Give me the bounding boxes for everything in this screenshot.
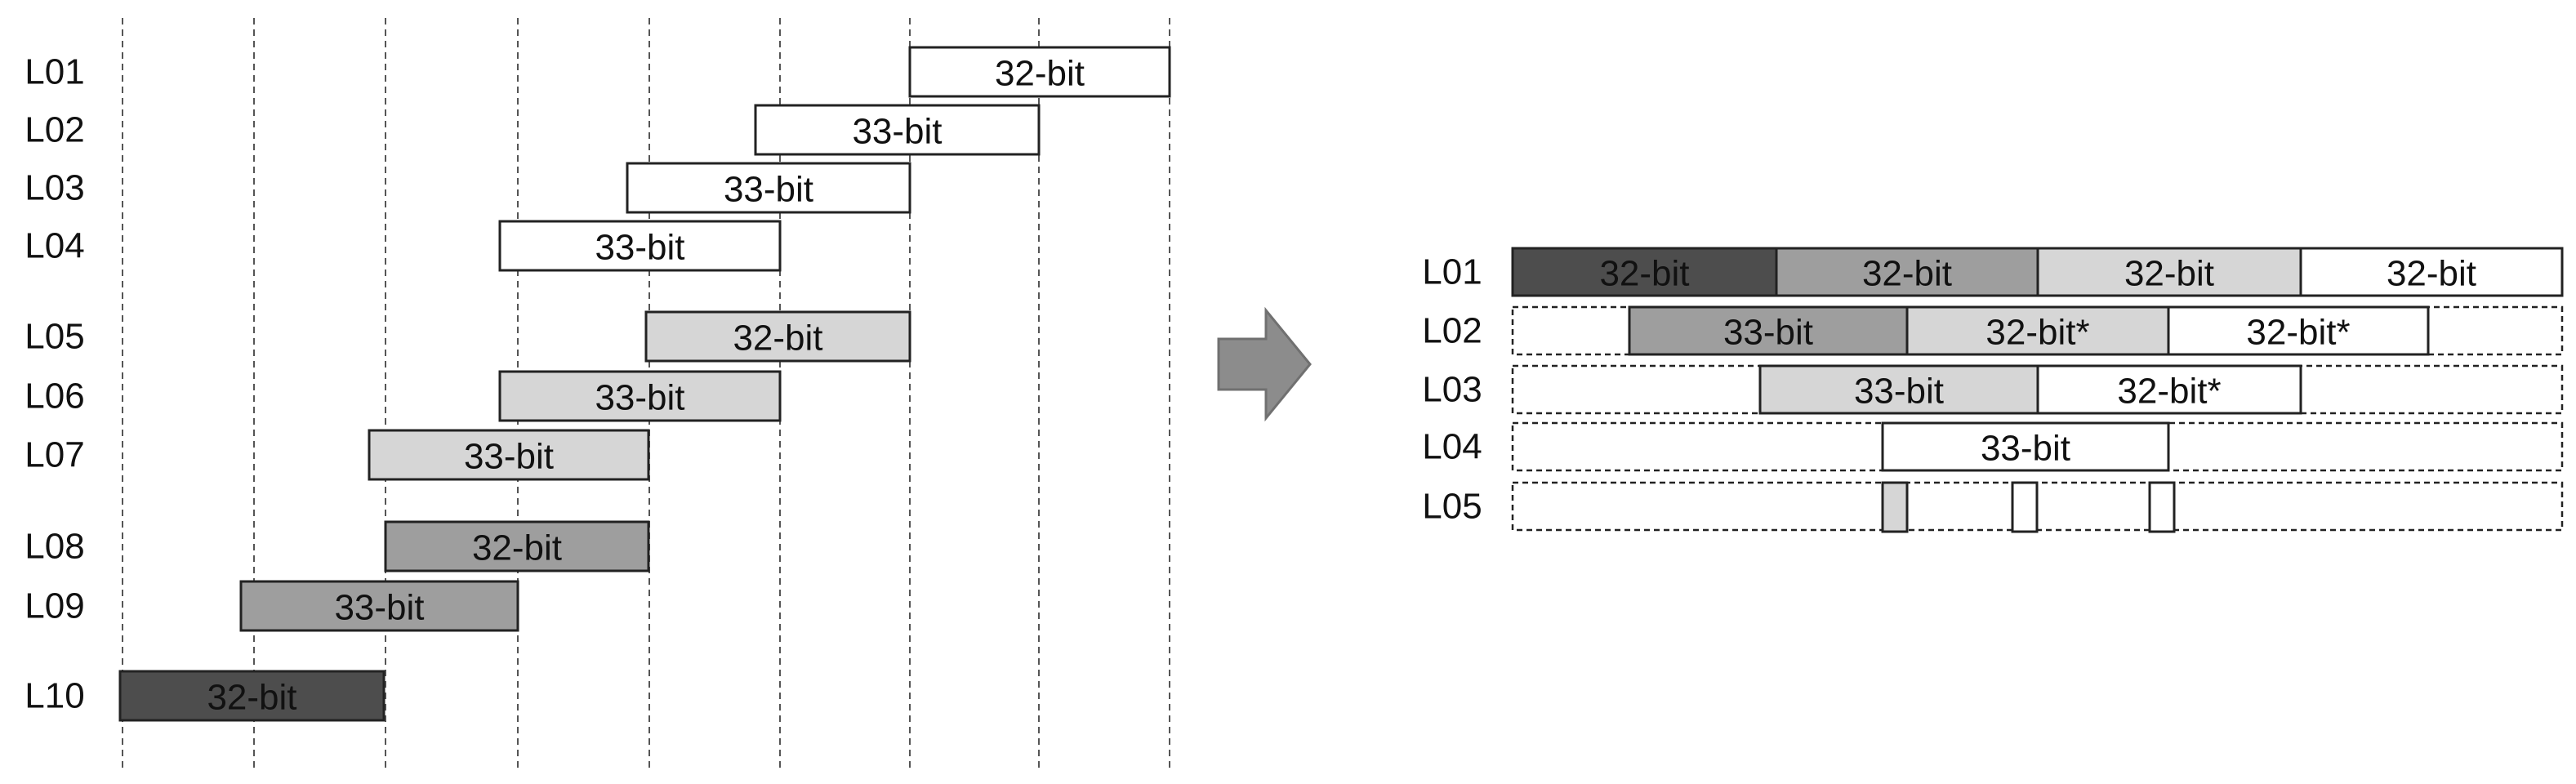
row-label: L03 <box>25 168 84 208</box>
bit-block: 32-bit <box>118 670 386 722</box>
row-label: L02 <box>1422 311 1482 351</box>
register-segment <box>2011 481 2039 533</box>
bit-block-label: 32-bit <box>207 678 296 718</box>
bit-block: 32-bit <box>908 46 1171 98</box>
bit-block-rect <box>239 580 519 632</box>
bit-block-rect <box>368 429 650 481</box>
bit-block: 33-bit <box>754 104 1041 156</box>
bit-block-rect <box>384 520 650 572</box>
bit-block-rect <box>118 670 386 722</box>
bit-block-label: 33-bit <box>464 437 554 477</box>
row-label: L05 <box>1422 487 1482 527</box>
register-row: 33-bit 32-bit* <box>1511 364 2564 415</box>
row-label: L01 <box>25 52 84 92</box>
row-label: L04 <box>1422 427 1482 467</box>
bit-block-label: 33-bit <box>852 112 942 152</box>
bit-block: 33-bit <box>498 370 782 422</box>
row-label: L01 <box>1422 252 1482 292</box>
bit-block-label: 33-bit <box>724 170 813 210</box>
register-segment <box>2167 305 2430 356</box>
bit-block: 33-bit <box>368 429 650 481</box>
right-arrow-shape <box>1217 306 1312 422</box>
row-label: L03 <box>1422 370 1482 410</box>
register-row <box>1511 481 2564 533</box>
bit-block: 32-bit <box>644 310 911 363</box>
register-segment <box>2299 247 2564 297</box>
register-segment-label: 32-bit* <box>1985 313 2089 353</box>
row-label: L05 <box>25 317 84 357</box>
register-segment <box>2036 364 2302 415</box>
register-segment <box>2036 247 2302 297</box>
register-segment <box>1881 481 1909 533</box>
row-label: L10 <box>25 676 84 716</box>
bit-block-label: 33-bit <box>595 228 684 268</box>
register-segment <box>1628 305 1909 356</box>
bit-block-label: 33-bit <box>595 378 684 418</box>
register-row: 33-bit <box>1511 421 2564 472</box>
bit-block-label: 32-bit <box>472 528 562 568</box>
register-segment <box>1775 247 2039 297</box>
row-label: L02 <box>25 110 84 150</box>
row-label: L06 <box>25 376 84 416</box>
bit-block: 32-bit <box>384 520 650 572</box>
bit-block-rect <box>644 310 911 363</box>
register-row: 32-bit 32-bit 32-bit 32-bit <box>1511 247 2564 297</box>
bit-block-label: 32-bit <box>995 54 1085 94</box>
row-label: L08 <box>25 527 84 567</box>
bit-block-label: 33-bit <box>334 588 424 628</box>
register-segment-label: 33-bit <box>1854 372 1944 412</box>
bit-block-rect <box>498 220 782 272</box>
register-segment <box>1511 247 1778 297</box>
bit-block-rect <box>498 370 782 422</box>
bit-block-rect <box>626 162 911 214</box>
register-segment-label: 32-bit* <box>2117 372 2221 412</box>
bit-block-rect <box>908 46 1171 98</box>
bit-block-label: 32-bit <box>733 318 822 359</box>
bit-block: 33-bit <box>626 162 911 214</box>
register-segment-label: 32-bit <box>2387 254 2476 294</box>
transform-arrow-icon <box>1217 306 1312 422</box>
register-segment-label: 32-bit <box>2124 254 2214 294</box>
register-segment-label: 33-bit <box>1981 429 2070 469</box>
bit-block: 33-bit <box>239 580 519 632</box>
bit-block: 33-bit <box>498 220 782 272</box>
register-segment-label: 33-bit <box>1723 313 1813 353</box>
register-segment <box>1758 364 2039 415</box>
bit-block-rect <box>754 104 1041 156</box>
row-label: L04 <box>25 226 84 266</box>
register-segment-label: 32-bit <box>1599 254 1689 294</box>
register-segment-label: 32-bit* <box>2246 313 2350 353</box>
register-row: 33-bit 32-bit* 32-bit* <box>1511 305 2564 356</box>
row-label: L09 <box>25 586 84 626</box>
register-segment <box>1881 421 2170 472</box>
register-segment-label: 32-bit <box>1862 254 1952 294</box>
row-label: L07 <box>25 435 84 475</box>
register-segment <box>2148 481 2176 533</box>
